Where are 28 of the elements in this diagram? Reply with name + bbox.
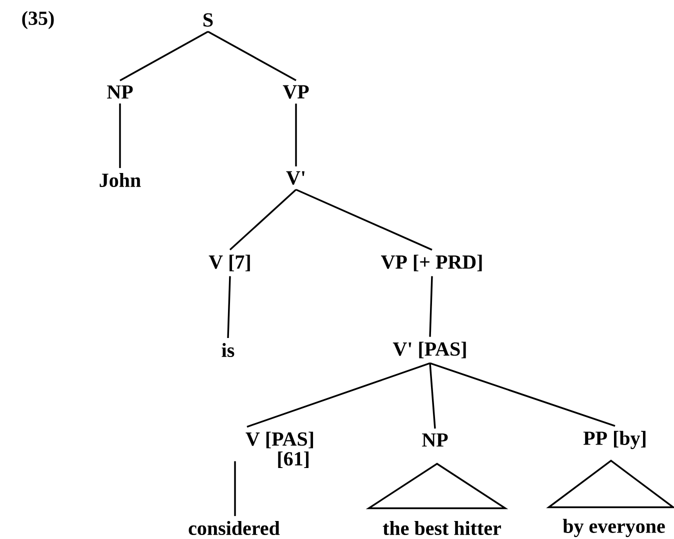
branch-line bbox=[227, 276, 231, 338]
tree-label: V' [PAS] bbox=[392, 342, 466, 358]
branch-line bbox=[208, 30, 296, 82]
tree-label: the best hitter bbox=[382, 520, 501, 536]
tree-label: VP [+ PRD] bbox=[381, 254, 482, 272]
branch-line bbox=[296, 188, 432, 251]
tree-label: VP bbox=[282, 85, 309, 99]
branch-line bbox=[429, 363, 436, 429]
tree-label: NP bbox=[107, 85, 133, 99]
tree-label: PP [by] bbox=[583, 430, 646, 450]
tree-label: S bbox=[204, 13, 213, 27]
tree-label: NP bbox=[422, 433, 448, 447]
branch-line bbox=[234, 461, 236, 516]
tree-label: V [PAS] [61] bbox=[246, 432, 314, 468]
tree-label: V' bbox=[286, 171, 304, 185]
tree-label: John bbox=[100, 172, 141, 188]
tree-label: by everyone bbox=[562, 518, 665, 538]
branch-line bbox=[246, 362, 430, 428]
tree-label: V [7] bbox=[208, 254, 250, 272]
branch-line bbox=[120, 30, 208, 82]
example-number: (35) bbox=[22, 10, 54, 30]
branch-line bbox=[119, 103, 121, 168]
branch-line bbox=[295, 104, 297, 166]
tree-label: considered bbox=[188, 520, 280, 536]
branch-line bbox=[429, 276, 433, 337]
branch-line bbox=[229, 189, 297, 250]
tree-label: is bbox=[222, 342, 234, 358]
branch-line bbox=[430, 362, 616, 427]
